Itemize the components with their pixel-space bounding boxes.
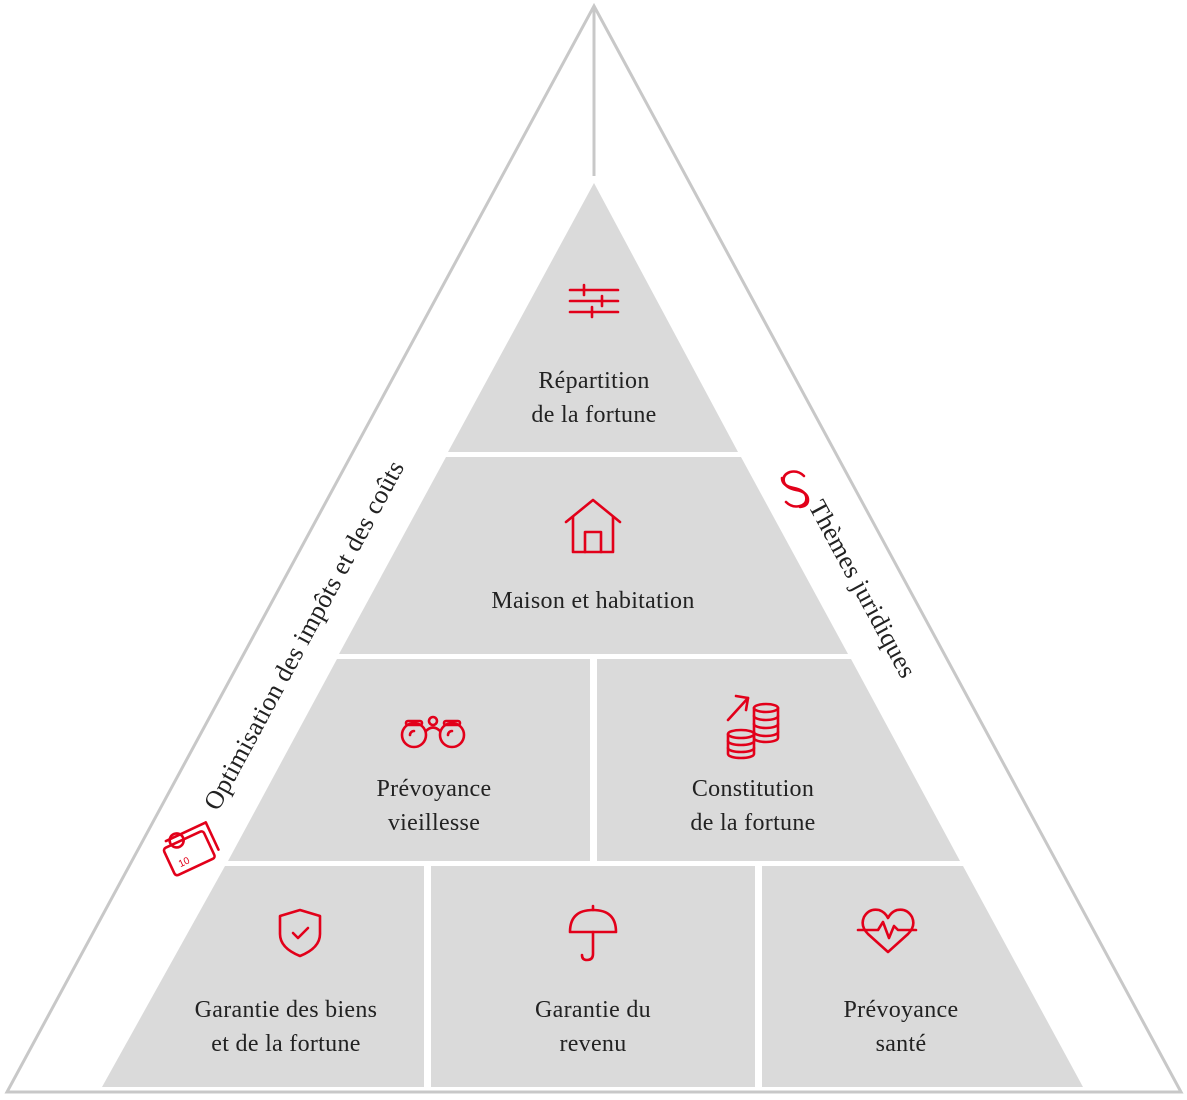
segment-label-line: Prévoyance (377, 776, 492, 802)
segment-label-line: Garantie du (535, 997, 651, 1023)
shield-check-icon (278, 908, 322, 958)
segment-prevoyance-sante[interactable] (762, 866, 1083, 1087)
segment-label-line: Répartition (538, 368, 649, 394)
segment-label: Constitution de la fortune (690, 776, 815, 836)
segment-label-line: santé (876, 1031, 927, 1057)
sliders-icon (568, 283, 620, 319)
segment-label: Prévoyance santé (844, 997, 959, 1057)
segment-label-line: de la fortune (690, 810, 815, 836)
segment-label-line: Maison et habitation (491, 588, 694, 614)
segment-prevoyance-vieillesse[interactable] (228, 659, 590, 861)
segment-label-line: et de la fortune (211, 1031, 360, 1057)
segment-label: Garantie des biens et de la fortune (195, 997, 378, 1057)
segment-garantie-biens[interactable] (102, 866, 424, 1087)
segment-label-line: Garantie des biens (195, 997, 378, 1023)
segment-label: Prévoyance vieillesse (377, 776, 492, 836)
paragraph-icon (780, 470, 810, 509)
segment-label-line: Constitution (692, 776, 814, 802)
segment-label-line: revenu (559, 1031, 626, 1057)
coins-growth-icon (726, 694, 780, 760)
segment-label-line: vieillesse (388, 810, 480, 836)
umbrella-icon (568, 904, 618, 962)
segment-label-line: Prévoyance (844, 997, 959, 1023)
house-icon (564, 498, 622, 554)
heart-pulse-icon (856, 908, 918, 954)
segment-garantie-revenu[interactable] (431, 866, 755, 1087)
segment-maison[interactable] (339, 457, 848, 654)
binoculars-icon (400, 715, 466, 749)
segment-label: Répartition de la fortune (531, 368, 656, 428)
segment-constitution[interactable] (597, 659, 960, 861)
svg-text:10: 10 (177, 855, 192, 870)
segment-label: Garantie du revenu (535, 997, 651, 1057)
tax-document-icon: 10 (162, 821, 220, 877)
segment-label-line: de la fortune (531, 402, 656, 428)
segment-label: Maison et habitation (491, 588, 694, 614)
